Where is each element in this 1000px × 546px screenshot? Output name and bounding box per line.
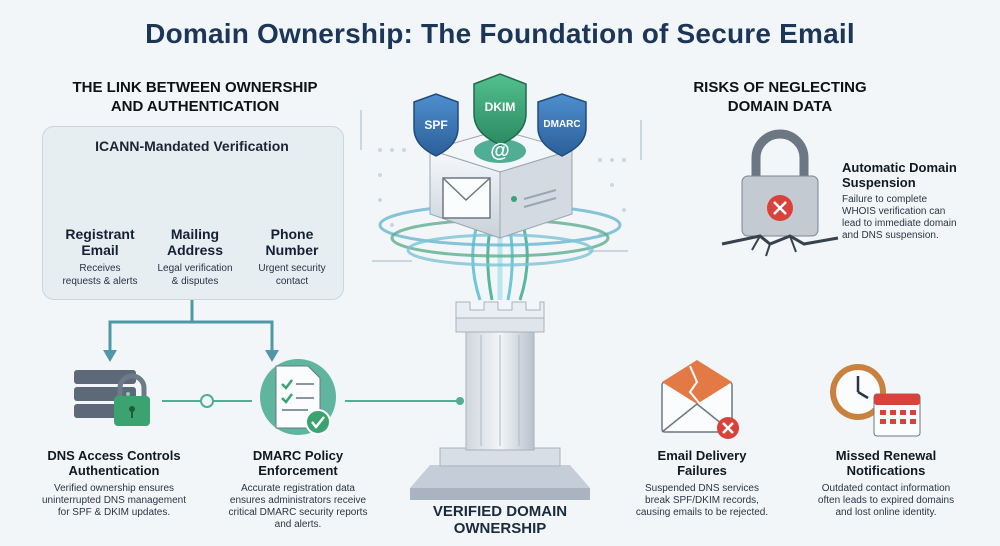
column-link-node	[456, 397, 464, 405]
left-section-heading: THE LINK BETWEEN OWNERSHIP AND AUTHENTIC…	[72, 79, 318, 115]
document-check-icon	[260, 359, 336, 435]
risk-missed-renewal: Missed Renewal Notifications Outdated co…	[817, 448, 955, 518]
page-title: Domain Ownership: The Foundation of Secu…	[145, 18, 855, 49]
at-symbol: @	[490, 140, 510, 162]
clock-calendar-icon	[830, 364, 921, 437]
registrant-email-node: Registrant Email Receives requests & ale…	[62, 226, 138, 287]
spf-shield	[413, 93, 459, 157]
pillar-column	[410, 301, 590, 500]
server-lock-icon	[74, 370, 150, 426]
verification-panel	[42, 126, 344, 300]
dns-access-card: DNS Access Controls Authentication Verif…	[42, 448, 186, 518]
dkim-label: DKIM	[484, 100, 516, 114]
broken-envelope-icon	[661, 360, 739, 439]
panel-title: ICANN-Mandated Verification	[95, 138, 289, 154]
dmarc-shield	[537, 93, 587, 157]
risk-domain-suspension: Automatic Domain Suspension Failure to c…	[842, 160, 957, 241]
arrow-head-right	[265, 350, 279, 362]
panel-to-cards-arrows	[108, 298, 274, 352]
dmarc-label: DMARC	[543, 119, 581, 130]
arrow-head-left	[103, 350, 117, 362]
dmarc-policy-card: DMARC Policy Enforcement Accurate regist…	[228, 448, 368, 530]
spf-label: SPF	[424, 118, 448, 132]
right-section-heading: RISKS OF NEGLECTING DOMAIN DATA	[693, 79, 867, 115]
phone-number-node: Phone Number Urgent security contact	[258, 226, 326, 287]
circuit-background	[360, 110, 642, 262]
verified-domain-label: VERIFIED DOMAIN OWNERSHIP	[432, 503, 568, 537]
mailing-address-node: Mailing Address Legal verification & dis…	[157, 226, 233, 287]
dkim-shield	[473, 73, 527, 146]
cards-link-node	[200, 394, 214, 408]
risk-email-delivery: Email Delivery Failures Suspended DNS se…	[635, 448, 769, 518]
broken-padlock-icon	[721, 129, 839, 257]
email-server-box	[428, 129, 574, 239]
